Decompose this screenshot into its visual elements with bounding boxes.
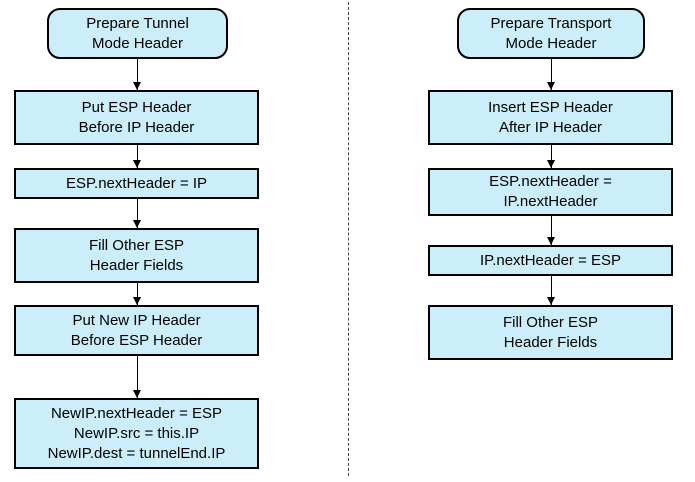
arrow-stem [137,356,138,398]
flow-node-transport-esp-nextheader: ESP.nextHeader = IP.nextHeader [428,168,673,216]
arrow-stem [137,199,138,228]
flow-node-label-line: IP.nextHeader = ESP [479,251,622,269]
flow-node-label-line: NewIP.nextHeader = ESP [50,404,223,422]
flow-node-label-line: ESP.nextHeader = [489,173,612,190]
flow-node-label-line: After IP Header [498,118,603,136]
flow-node-label-line: Fill Other ESP [88,236,185,254]
arrow-stem [137,145,138,168]
flow-node-label-line: Header Fields [503,333,598,351]
flow-node-label-line: NewIP.src = this.IP [73,424,200,442]
arrow-head-icon [547,297,555,305]
flow-node-tunnel-esp-nextheader: ESP.nextHeader = IP [14,168,259,199]
arrow-head-icon [133,160,141,168]
arrow-stem [551,145,552,168]
flow-node-label-line: Fill Other ESP [502,313,599,331]
arrow-head-icon [133,82,141,90]
flow-node-label-line: ESP.nextHeader = IP [65,174,208,192]
flow-node-tunnel-fill-other-esp: Fill Other ESP Header Fields [14,228,259,283]
arrow-head-icon [547,160,555,168]
flow-node-label-line: Before ESP Header [70,331,203,349]
arrow-head-icon [133,220,141,228]
flow-node-label-line: NewIP.dest = tunnelEnd.IP [47,444,226,462]
flow-node-tunnel-newip-fields: NewIP.nextHeader = ESP NewIP.src = this.I… [14,398,259,469]
arrow-head-icon [133,390,141,398]
flow-node-label-line: Put ESP Header [81,98,192,116]
flow-node-label-line: Header Fields [89,256,184,274]
arrow-stem [137,283,138,305]
flow-node-transport-fill-other-esp: Fill Other ESP Header Fields [428,305,673,360]
flow-node-transport-ip-nextheader: IP.nextHeader = ESP [428,245,673,276]
arrow-head-icon [547,237,555,245]
flow-node-label-line: IP.nextHeader [503,193,598,210]
flow-node-label-line: Mode Header [505,34,597,52]
flow-node-label-line: Put New IP Header [72,311,201,329]
flow-node-label-line: Before IP Header [78,118,195,136]
flow-node-label-line: Prepare Transport [490,14,612,32]
column-divider [348,2,349,476]
flow-node-label-line: Mode Header [92,34,183,52]
arrow-head-icon [133,297,141,305]
flow-node-label-line: Insert ESP Header [488,98,613,116]
arrow-stem [137,59,138,90]
arrow-head-icon [547,82,555,90]
flow-node-label-line: Prepare Tunnel [86,14,189,32]
arrow-stem [551,216,552,245]
arrow-stem [551,59,552,90]
arrow-stem [551,276,552,305]
